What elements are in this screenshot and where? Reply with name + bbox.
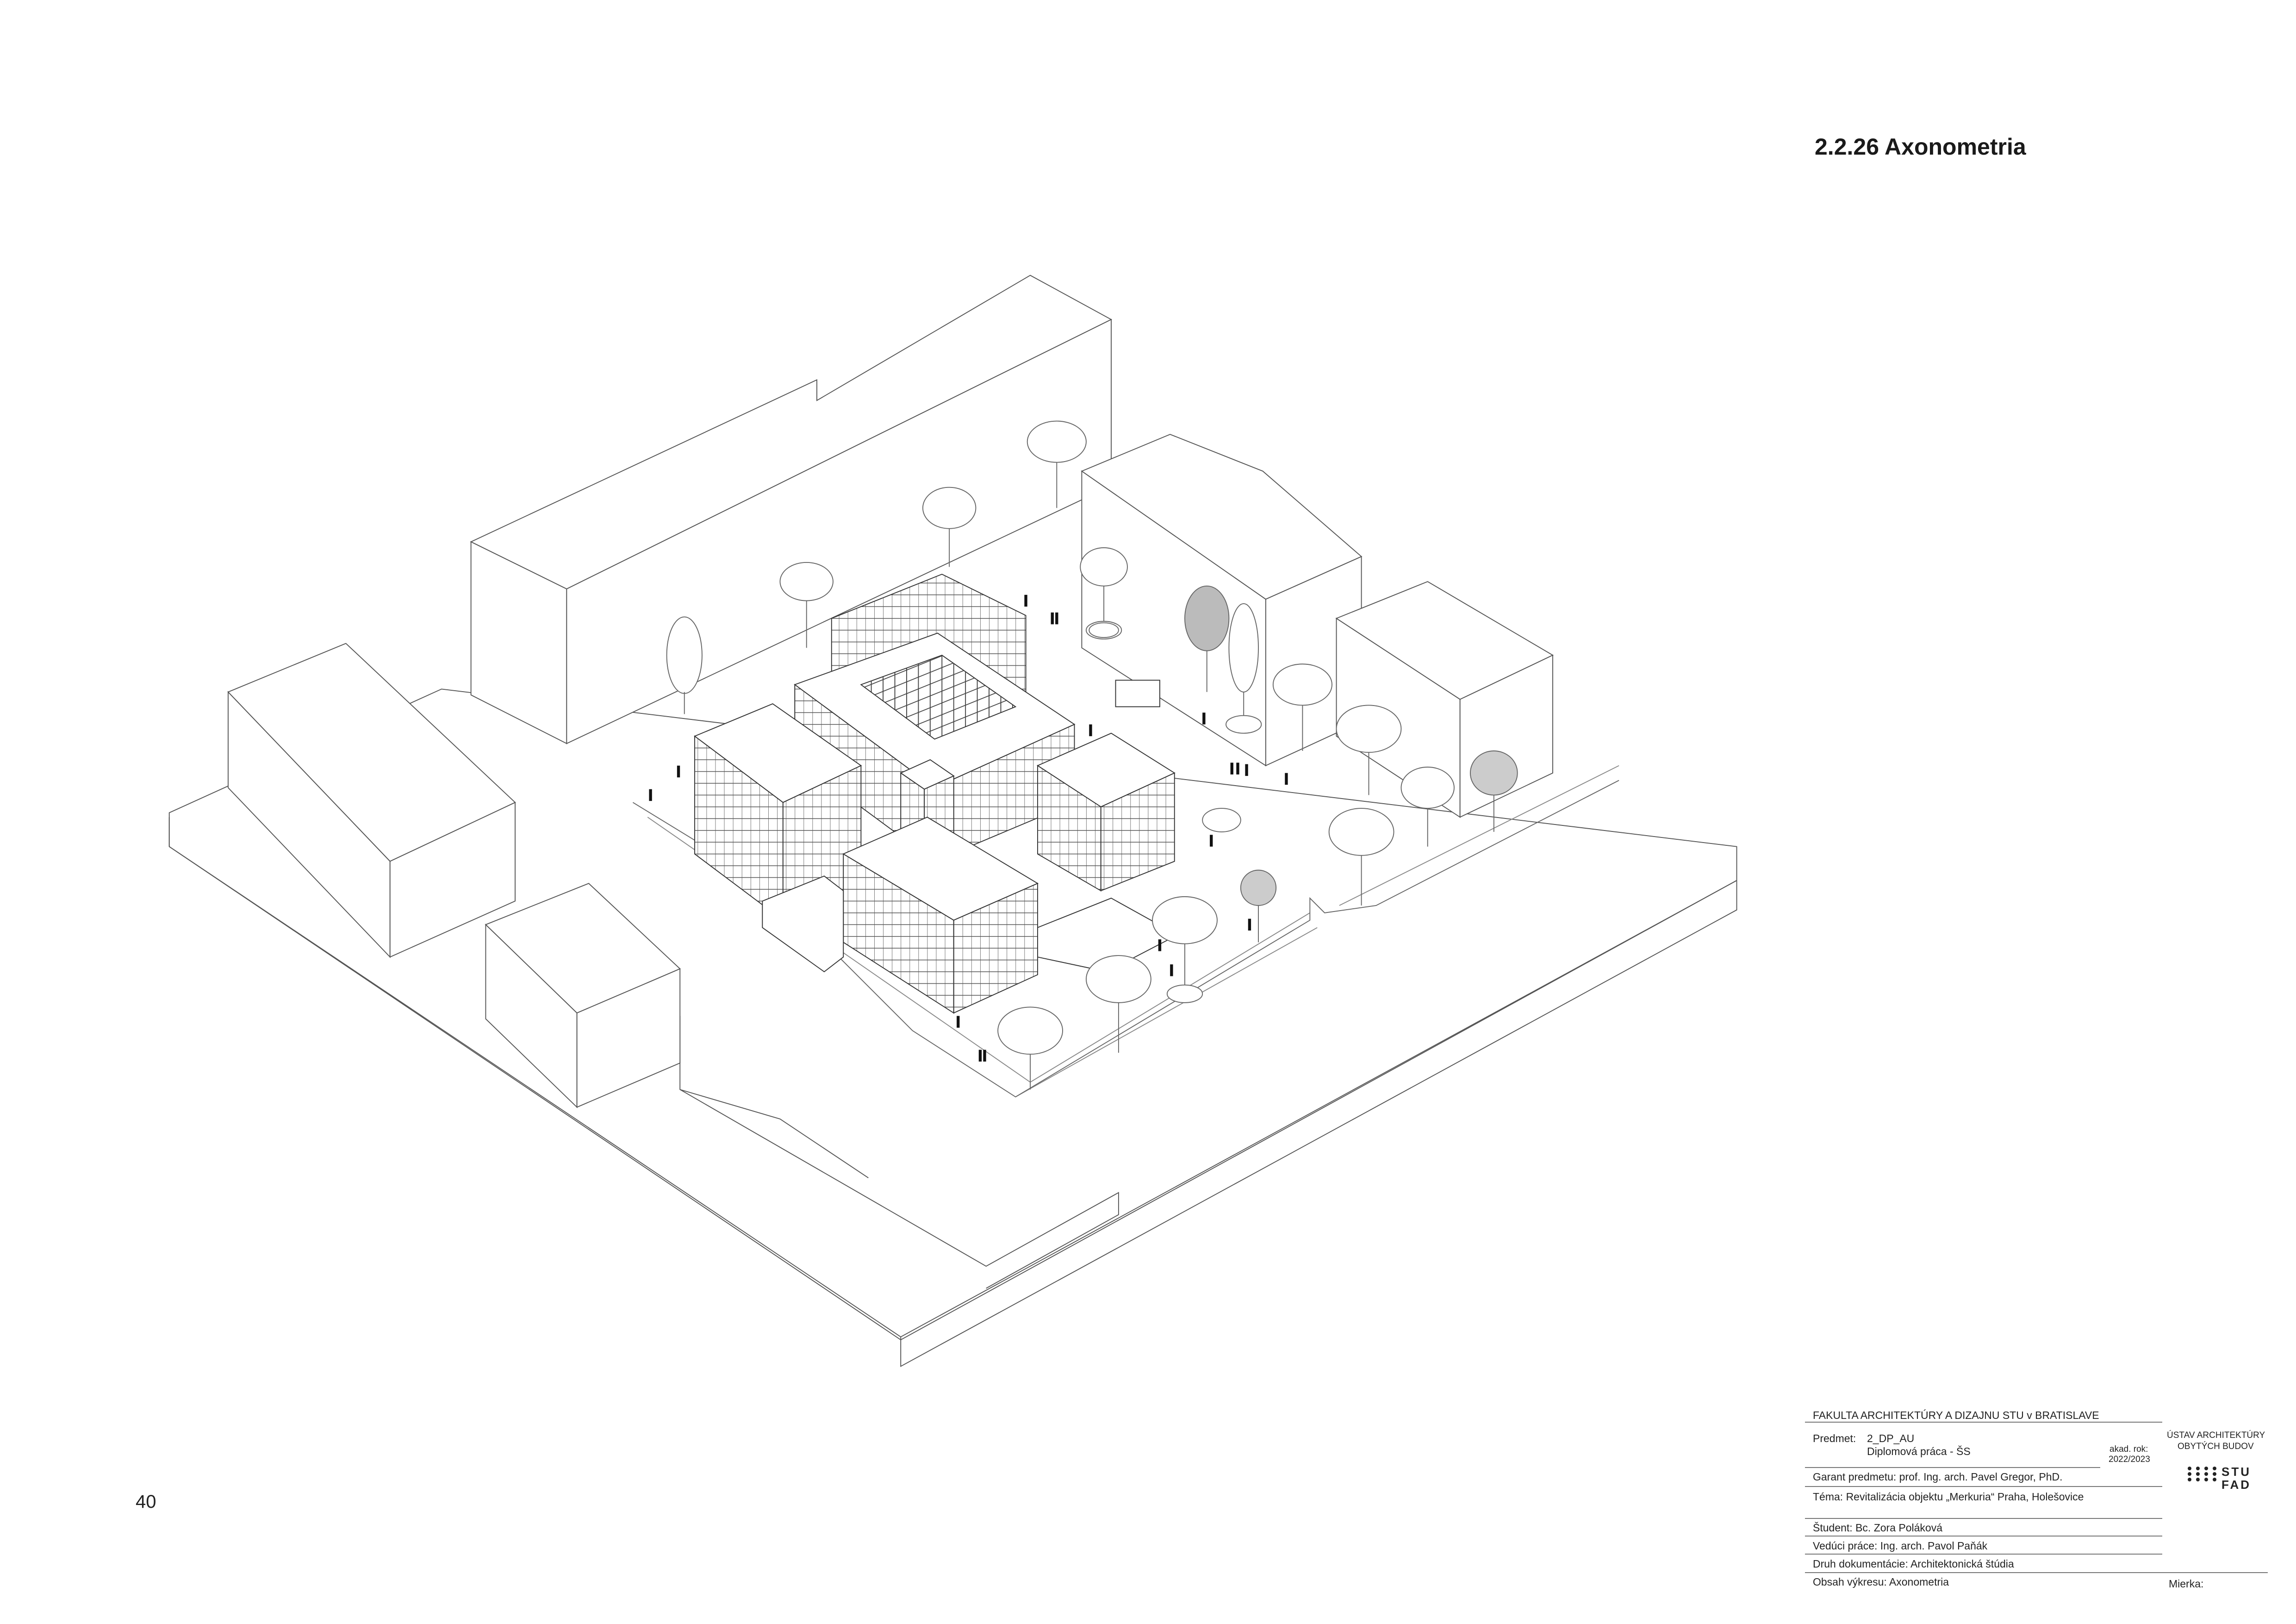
tree: [922, 487, 977, 567]
tree: [1080, 547, 1128, 640]
tree: [666, 616, 703, 714]
subject-name: Diplomová práca - ŠS: [1867, 1445, 1971, 1457]
people: [649, 594, 1288, 1062]
tree: [1240, 869, 1277, 943]
documentation-type: Druh dokumentácie: Architektonická štúdi…: [1813, 1558, 2014, 1570]
drawing-content: Obsah výkresu: Axonometria: [1813, 1576, 1949, 1588]
institute-line1: ÚSTAV ARCHITEKTÚRY: [2167, 1430, 2265, 1440]
planter-ring: [1089, 622, 1119, 638]
divider: [1805, 1554, 2162, 1555]
tree: [1469, 750, 1518, 832]
theme: Téma: Revitalizácia objektu „Merkuria“ P…: [1813, 1491, 2084, 1503]
page-title: 2.2.26 Axonometria: [1815, 134, 2026, 160]
year-label: akad. rok:: [2109, 1444, 2148, 1454]
tree: [1328, 808, 1394, 906]
guarantor: Garant predmetu: prof. Ing. arch. Pavel …: [1813, 1471, 2063, 1483]
divider: [1805, 1486, 2162, 1487]
divider: [1805, 1422, 2162, 1423]
student: Študent: Bc. Zora Poláková: [1813, 1522, 1942, 1534]
divider: [1805, 1536, 2162, 1537]
main-building: [694, 574, 1179, 1014]
supervisor: Vedúci práce: Ing. arch. Pavol Paňák: [1813, 1540, 1988, 1552]
faculty-name: FAKULTA ARCHITEKTÚRY A DIZAJNU STU v BRA…: [1813, 1409, 2099, 1421]
year-value: 2022/2023: [2109, 1455, 2150, 1464]
logo-stu: STU: [2221, 1465, 2251, 1479]
scale-label: Mierka:: [2169, 1578, 2204, 1590]
tree: [1152, 896, 1218, 1003]
tree: [1272, 663, 1332, 751]
tree: [779, 562, 834, 648]
tree: [1336, 705, 1402, 795]
subject-code: 2_DP_AU: [1867, 1432, 1915, 1444]
trees: [666, 420, 1518, 1090]
context-building-north: [470, 275, 1113, 744]
divider: [1805, 1467, 2100, 1468]
context-building-southwest: [485, 883, 681, 1108]
tree: [997, 1006, 1064, 1090]
tree: [1027, 420, 1087, 508]
logo-fad: FAD: [2221, 1478, 2251, 1492]
tree: [1400, 767, 1455, 847]
tree: [1226, 603, 1262, 734]
page-number: 40: [136, 1492, 156, 1512]
stu-fad-logo-dots: [2188, 1467, 2218, 1481]
planter-ring: [1202, 808, 1241, 832]
tree: [1184, 585, 1230, 692]
context-building-west: [227, 643, 516, 958]
divider: [1805, 1518, 2162, 1519]
divider: [1805, 1572, 2268, 1573]
tree: [1085, 955, 1151, 1053]
context-building-northeast: [1081, 434, 1363, 767]
institute-line2: OBYTÝCH BUDOV: [2178, 1442, 2254, 1451]
subject-label: Predmet:: [1813, 1432, 1856, 1444]
